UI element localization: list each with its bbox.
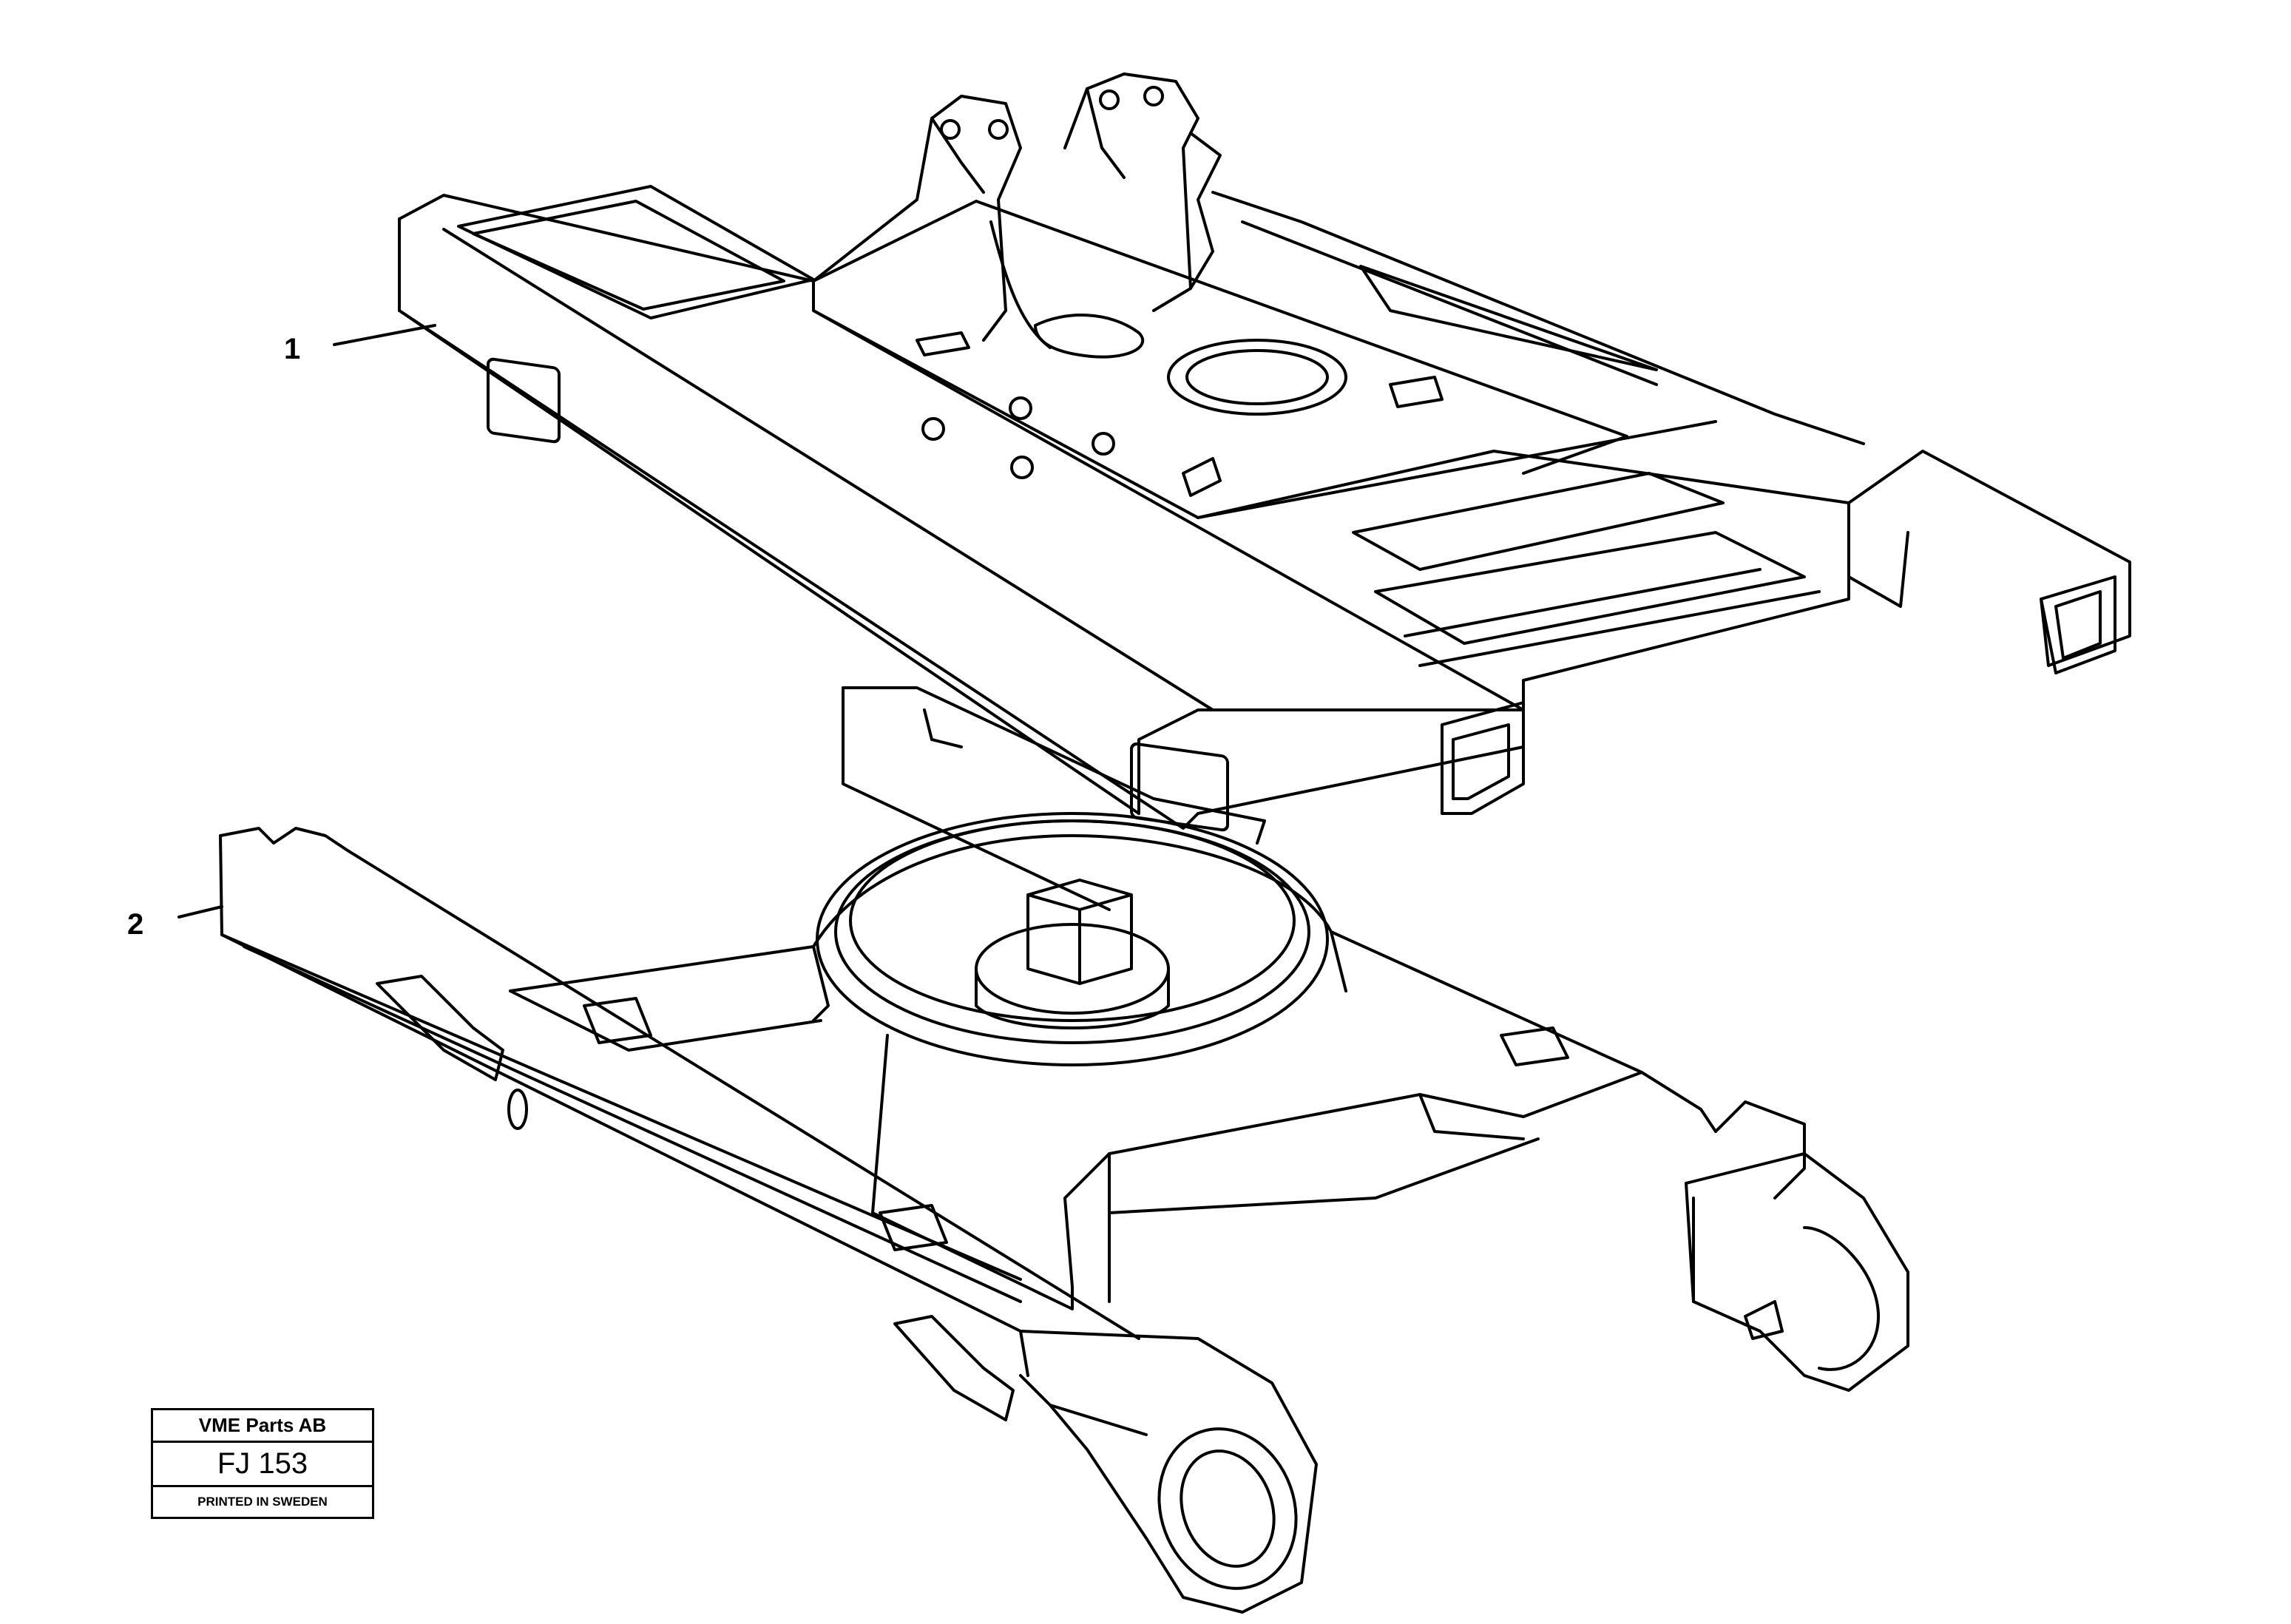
company-name: VME Parts AB	[153, 1410, 372, 1443]
callout-label-2: 2	[127, 908, 144, 941]
figure-code: FJ 153	[153, 1443, 372, 1487]
callout-label-1: 1	[284, 333, 301, 365]
title-block: VME Parts AB FJ 153 PRINTED IN SWEDEN	[151, 1408, 374, 1519]
upper-frame	[333, 72, 2131, 832]
undercarriage	[177, 686, 1909, 1614]
printed-notice: PRINTED IN SWEDEN	[197, 1495, 328, 1509]
